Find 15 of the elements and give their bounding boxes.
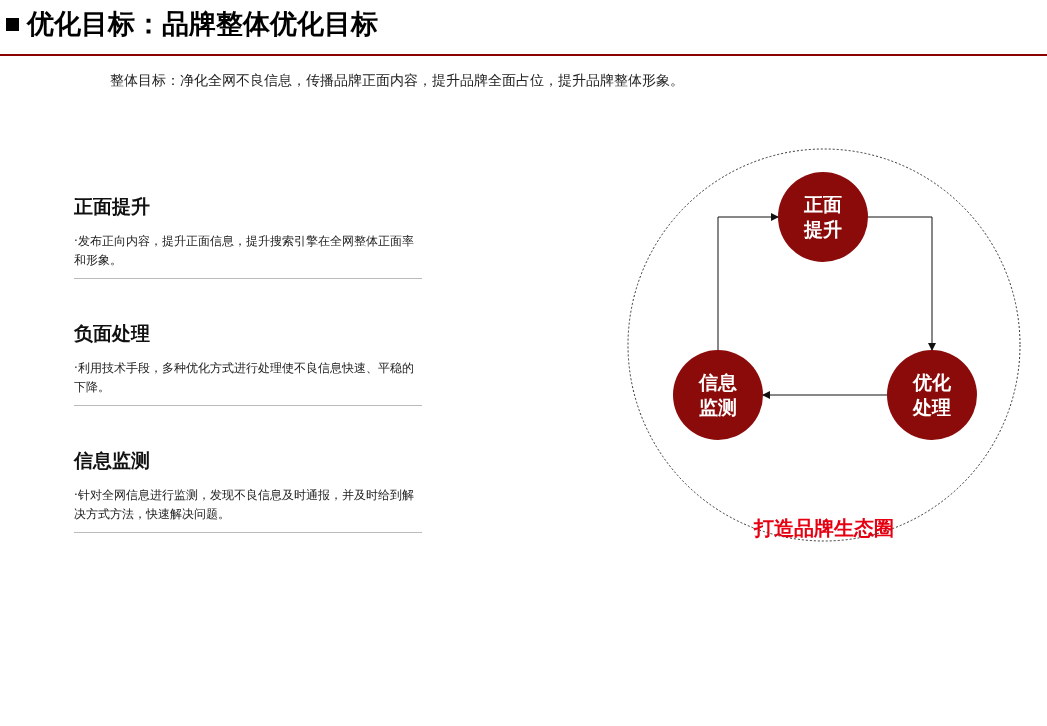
- arrow: [717, 213, 779, 351]
- overall-goal-text: 整体目标：净化全网不良信息，传播品牌正面内容，提升品牌全面占位，提升品牌整体形象。: [110, 71, 684, 90]
- circle-caption: 打造品牌生态圈: [752, 515, 895, 542]
- page-title: 优化目标：品牌整体优化目标: [27, 7, 378, 41]
- section-description: ·利用技术手段，多种优化方式进行处理使不良信息快速、平稳的下降。: [74, 360, 415, 396]
- section-description: ·针对全网信息进行监测，发现不良信息及时通报，并及时给到解决方式方法，快速解决问题。: [74, 487, 415, 523]
- section-description: ·发布正向内容，提升正面信息，提升搜索引擎在全网整体正面率和形象。: [74, 233, 415, 269]
- node-label: 优化处理: [911, 370, 952, 420]
- arrow: [762, 391, 888, 399]
- node-label: 正面提升: [802, 192, 843, 242]
- section-heading: 信息监测: [74, 448, 151, 473]
- node-label: 信息监测: [697, 370, 738, 420]
- section-heading: 正面提升: [74, 194, 151, 219]
- section-heading: 负面处理: [74, 321, 151, 346]
- arrow: [867, 216, 936, 351]
